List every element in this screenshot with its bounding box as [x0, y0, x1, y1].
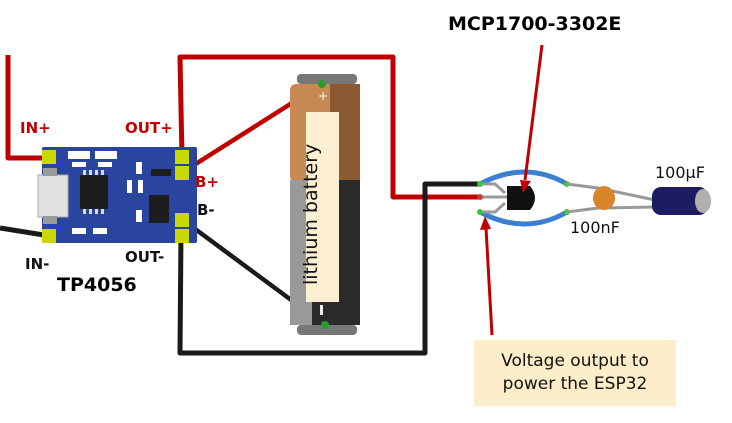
pad-b-plus [175, 166, 189, 180]
wire-in-minus [0, 225, 51, 239]
wire-blue-bottom [478, 209, 569, 227]
label-in-plus: IN+ [20, 119, 51, 137]
lithium-battery: + [290, 74, 360, 335]
pad-in-minus [42, 229, 56, 243]
wire-out-minus [177, 181, 480, 356]
wire-in-plus [5, 55, 50, 161]
pad-out-plus [175, 150, 189, 164]
ceramic-capacitor [593, 186, 615, 210]
battery-label: lithium battery [300, 143, 322, 285]
label-b-minus: B- [197, 201, 215, 219]
wire-out-plus [177, 54, 480, 200]
label-tp4056: TP4056 [57, 274, 137, 296]
label-in-minus: IN- [25, 255, 50, 273]
label-b-plus: B+ [195, 173, 220, 191]
arrow-voltage-output [480, 216, 494, 336]
arrow-regulator [520, 44, 544, 193]
tp4056-board [37, 147, 197, 243]
usb-connector [37, 174, 69, 218]
label-100nf: 100nF [570, 218, 620, 237]
note-line-1: Voltage output to [501, 351, 649, 372]
battery-label-bg [306, 112, 339, 302]
wire-blue-top [478, 169, 569, 187]
pad-in-plus [42, 150, 56, 164]
mcp1700-regulator [507, 186, 535, 210]
label-out-minus: OUT- [125, 248, 165, 266]
battery-plus-symbol: + [318, 89, 328, 103]
electrolytic-capacitor [652, 187, 708, 215]
label-100uf: 100µF [655, 163, 705, 182]
label-out-plus: OUT+ [125, 119, 173, 137]
battery-minus-symbol [320, 305, 323, 315]
voltage-output-note: Voltage output to power the ESP32 [474, 340, 676, 406]
note-line-2: power the ESP32 [502, 374, 648, 394]
pad-b-minus [175, 213, 189, 227]
pad-out-minus [175, 229, 189, 243]
label-mcp1700: MCP1700-3302E [448, 13, 622, 35]
